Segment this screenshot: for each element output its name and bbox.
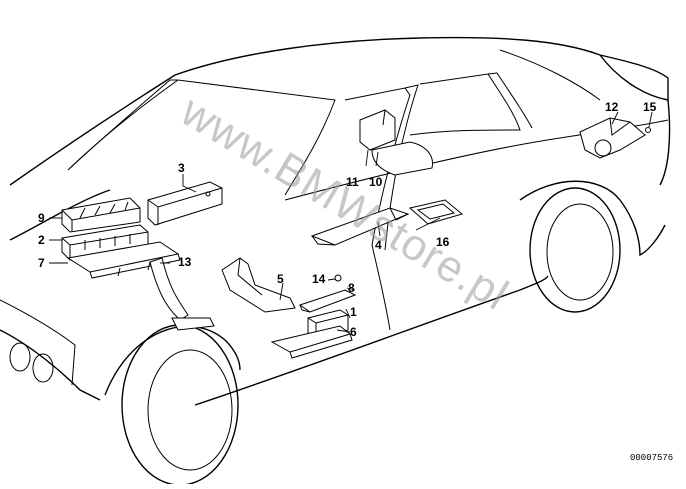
front-nose	[0, 299, 76, 386]
callout-16: 16	[436, 235, 450, 249]
part-7-tray	[66, 241, 181, 279]
front-wheel-rim	[147, 349, 233, 471]
leader-lines	[49, 111, 653, 333]
rear-wheel	[529, 187, 621, 313]
callout-5: 5	[277, 272, 284, 286]
callout-4: 4	[375, 238, 382, 252]
trunk-lid	[599, 54, 669, 101]
callout-12: 12	[605, 100, 619, 114]
car-body-outline	[0, 36, 671, 486]
part-10-11-bracket	[359, 109, 434, 176]
rear-fender	[519, 180, 666, 257]
front-bumper	[0, 329, 101, 401]
hood-line	[9, 189, 111, 241]
rear-door-window	[409, 73, 521, 136]
callout-15: 15	[643, 100, 657, 114]
callout-6: 6	[350, 325, 357, 339]
part-4-rail	[310, 207, 410, 246]
callout-3: 3	[178, 161, 185, 175]
headlight-left	[9, 342, 31, 372]
c-pillar	[487, 72, 533, 129]
part-14-nut	[334, 274, 342, 282]
front-wheel-arch	[104, 325, 241, 396]
diagram-reference-number: 00007576	[630, 453, 673, 463]
headlight-right	[32, 353, 54, 383]
side-sill	[194, 275, 549, 406]
part-5-air-duct	[221, 257, 296, 313]
front-wheel	[121, 324, 239, 486]
callout-numbers: 9 2 7 3 11 10 4 5 16 12 15 13 14 8 1 6	[38, 100, 657, 339]
callout-14: 14	[312, 272, 326, 286]
part-8-plate	[298, 289, 357, 313]
callout-9: 9	[38, 211, 45, 225]
part-9-cover-strip	[61, 197, 141, 233]
rear-end	[659, 99, 671, 186]
a-pillar	[67, 79, 178, 171]
callout-7: 7	[38, 256, 45, 270]
callout-10: 10	[369, 175, 383, 189]
rear-wheel-rim	[546, 203, 614, 301]
part-6-base-bracket	[270, 325, 353, 359]
callout-8: 8	[348, 281, 355, 295]
callout-13: 13	[178, 255, 192, 269]
callout-1: 1	[350, 305, 357, 319]
rear-glass	[499, 49, 601, 101]
callout-11: 11	[346, 175, 359, 189]
door-seam	[371, 244, 391, 331]
callout-2: 2	[38, 233, 45, 247]
roof-line	[9, 36, 669, 186]
watermark-text: www.BMWstore.pl	[172, 86, 517, 320]
part-13-strut	[149, 257, 215, 331]
part-12-15-rear-bracket	[579, 117, 651, 159]
part-16-pad	[408, 199, 464, 225]
part-3-bracket	[147, 181, 223, 226]
